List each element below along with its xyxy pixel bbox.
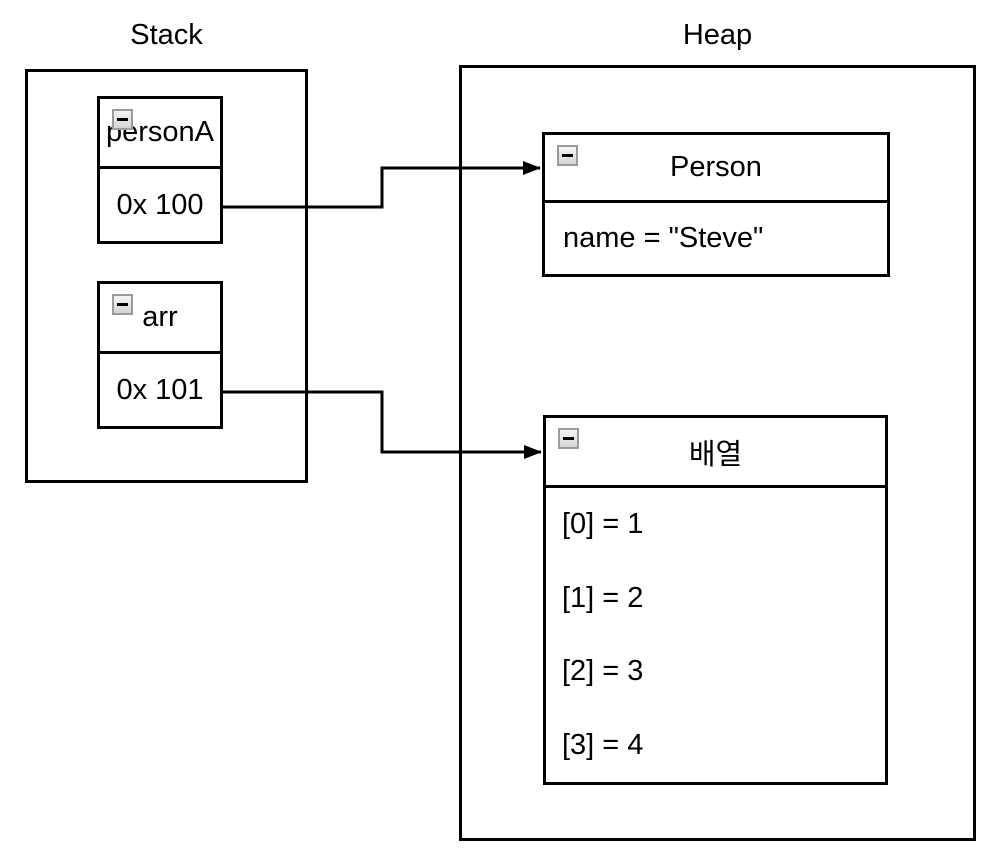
heap-object-array: 배열 [0] = 1 [1] = 2 [2] = 3 [3] = 4 bbox=[543, 415, 888, 785]
array-item: [3] = 4 bbox=[562, 728, 644, 761]
object-field: name = "Steve" bbox=[563, 222, 764, 254]
object-header: Person bbox=[545, 135, 887, 203]
minus-glyph bbox=[563, 437, 574, 440]
object-header: 배열 bbox=[546, 418, 885, 488]
collapse-minus-icon[interactable] bbox=[557, 145, 578, 166]
array-item: [2] = 3 bbox=[562, 655, 644, 688]
variable-value: 0x 101 bbox=[116, 373, 204, 406]
variable-name: arr bbox=[142, 301, 178, 333]
heap-object-person: Person name = "Steve" bbox=[542, 132, 890, 277]
variable-value-cell: 0x 101 bbox=[100, 354, 220, 426]
array-item: [1] = 2 bbox=[562, 581, 644, 614]
stack-region-title: Stack bbox=[130, 19, 203, 51]
object-fields: name = "Steve" bbox=[545, 203, 887, 274]
array-item: [0] = 1 bbox=[562, 508, 644, 541]
minus-glyph bbox=[117, 303, 128, 306]
collapse-minus-icon[interactable] bbox=[558, 428, 579, 449]
stack-variable-personA: personA 0x 100 bbox=[97, 96, 223, 244]
stack-region-box bbox=[25, 69, 308, 483]
minus-glyph bbox=[562, 154, 573, 157]
variable-value-cell: 0x 100 bbox=[100, 169, 220, 241]
heap-region-title: Heap bbox=[682, 19, 753, 51]
variable-header: arr bbox=[100, 284, 220, 354]
object-title: Person bbox=[670, 151, 762, 183]
variable-value: 0x 100 bbox=[116, 188, 204, 221]
object-title: 배열 bbox=[688, 438, 743, 471]
collapse-minus-icon[interactable] bbox=[112, 109, 133, 130]
variable-header: personA bbox=[100, 99, 220, 169]
minus-glyph bbox=[117, 118, 128, 121]
stack-variable-arr: arr 0x 101 bbox=[97, 281, 223, 429]
collapse-minus-icon[interactable] bbox=[112, 294, 133, 315]
object-fields: [0] = 1 [1] = 2 [2] = 3 [3] = 4 bbox=[546, 488, 885, 782]
